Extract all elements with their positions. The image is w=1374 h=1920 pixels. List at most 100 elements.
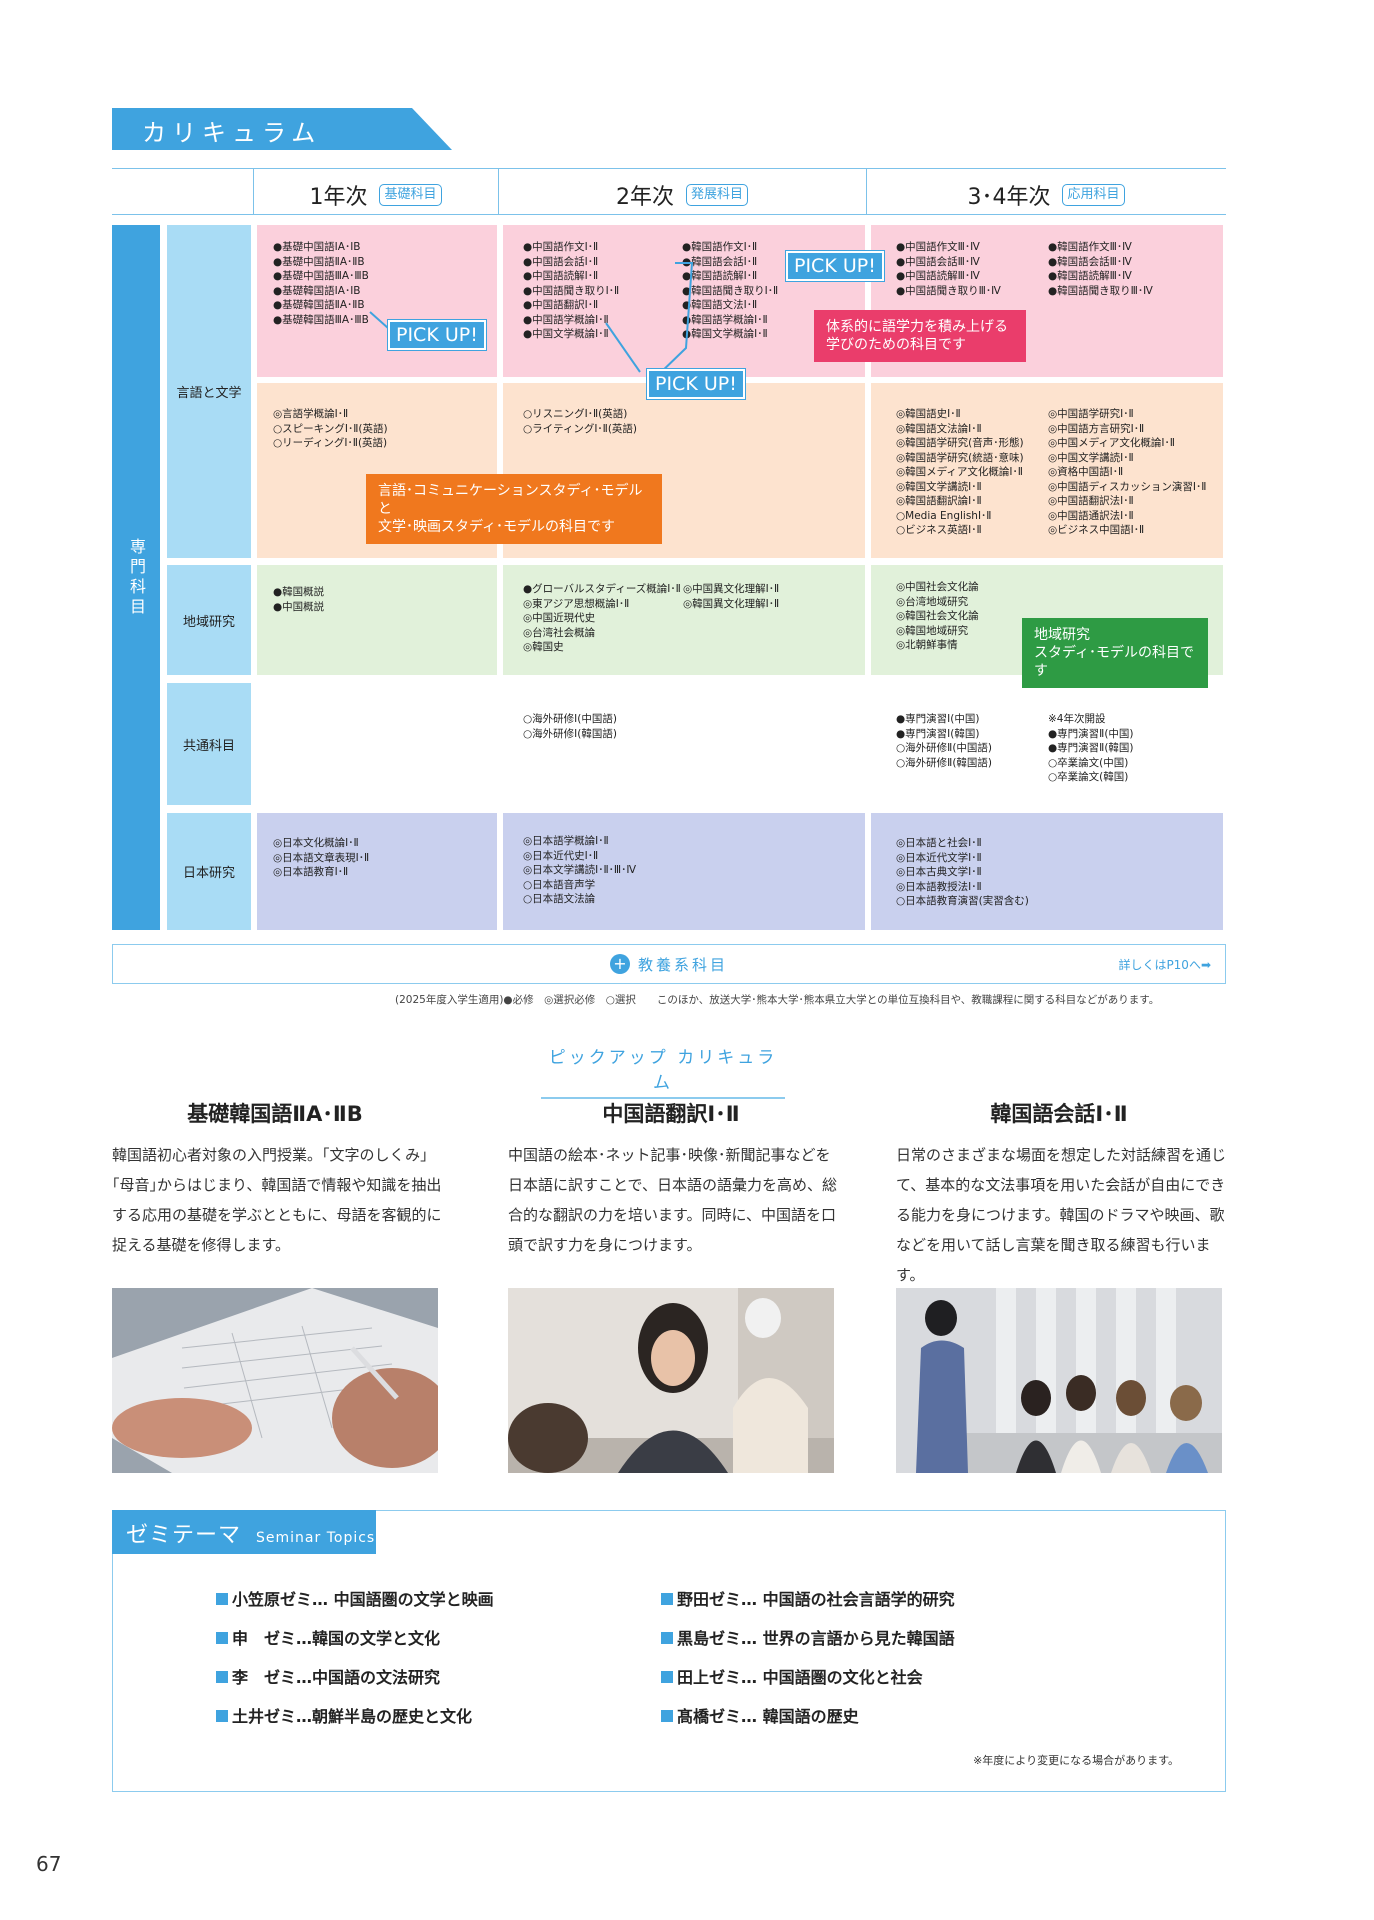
callout-red: 体系的に語学力を積み上げる 学びのための科目です xyxy=(814,310,1026,362)
list-item: ●基礎韓国語ⅠA･ⅠB xyxy=(273,284,361,297)
year-tag: 応用科目 xyxy=(1062,184,1125,206)
list-item: ◎韓国社会文化論 xyxy=(896,610,979,622)
list-item: ○卒業論文(韓国) xyxy=(1048,771,1129,783)
list-item: ○海外研修Ⅰ(韓国語) xyxy=(523,727,617,740)
divider xyxy=(498,168,499,214)
callout-green: 地域研究 スタディ･モデルの科目です xyxy=(1022,618,1208,688)
list-peach-y1: ◎言語学概論Ⅰ･Ⅱ ○スピーキングⅠ･Ⅱ(英語) ○リーディングⅠ･Ⅱ(英語) xyxy=(273,407,388,451)
list-item: ●中国語学概論Ⅰ･Ⅱ xyxy=(523,313,609,326)
list-item: ◎日本文化概論Ⅰ･Ⅱ xyxy=(273,837,359,849)
seminar-note: ※年度により変更になる場合があります。 xyxy=(973,1754,1179,1767)
list-item: ◎台湾社会概論 xyxy=(523,626,596,639)
list-item: ◎日本語教育Ⅰ･Ⅱ xyxy=(273,866,349,878)
list-item: ○リーディングⅠ･Ⅱ(英語) xyxy=(273,437,388,449)
year-label: 2年次 xyxy=(615,185,674,210)
list-pink-y1: ●基礎中国語ⅠA･ⅠB ●基礎中国語ⅡA･ⅡB ●基礎中国語ⅢA･ⅢB ●基礎韓… xyxy=(273,240,369,327)
list-item: ●中国語読解Ⅰ･Ⅱ xyxy=(523,270,599,282)
list-item: ●中国語読解Ⅲ･Ⅳ xyxy=(896,270,980,282)
list-item: ◎中国語翻訳法Ⅰ･Ⅱ xyxy=(1048,495,1134,507)
list-item: ●基礎中国語ⅡA･ⅡB xyxy=(273,255,365,268)
list-item: ◎東アジア思想概論Ⅰ･Ⅱ xyxy=(523,597,630,610)
row-label-common: 共通科目 xyxy=(167,683,251,805)
list-item: ◎台湾地域研究 xyxy=(896,595,969,608)
list-common-y3b: ※4年次開設 ●専門演習Ⅱ(中国) ●専門演習Ⅱ(韓国) ○卒業論文(中国) ○… xyxy=(1048,712,1134,785)
cell-green-y2 xyxy=(503,565,865,675)
list-item: ●韓国語読解Ⅲ･Ⅳ xyxy=(1048,270,1132,282)
list-item: ○日本語教育演習(実習含む) xyxy=(896,895,1029,907)
divider xyxy=(866,168,867,214)
list-common-y2: ○海外研修Ⅰ(中国語) ○海外研修Ⅰ(韓国語) xyxy=(523,712,617,741)
list-item: ●中国概説 xyxy=(273,600,325,613)
list-item: ◎韓国語学研究(統語･意味) xyxy=(896,451,1024,464)
seminar-item: 黒島ゼミ… 世界の言語から見た韓国語 xyxy=(661,1625,955,1649)
list-item: ◎中国近現代史 xyxy=(523,612,596,624)
pickup-badge: PICK UP! xyxy=(786,251,884,281)
list-item: ◎韓国異文化理解Ⅰ･Ⅱ xyxy=(683,597,780,610)
seminar-item: 土井ゼミ…朝鮮半島の歴史と文化 xyxy=(216,1703,472,1727)
list-item: ●専門演習Ⅱ(韓国) xyxy=(1048,742,1134,754)
seminar-item: 髙橋ゼミ… 韓国語の歴史 xyxy=(661,1703,859,1727)
list-item: ◎中国語方言研究Ⅰ･Ⅱ xyxy=(1048,422,1145,435)
list-item: ◎中国メディア文化概論Ⅰ･Ⅱ xyxy=(1048,437,1175,449)
year-label: 3･4年次 xyxy=(967,185,1051,210)
list-item: ●韓国語文法Ⅰ･Ⅱ xyxy=(682,299,758,311)
list-item: ○卒業論文(中国) xyxy=(1048,756,1129,769)
cell-lav-y2 xyxy=(503,813,865,930)
list-pink-y2a: ●中国語作文Ⅰ･Ⅱ ●中国語会話Ⅰ･Ⅱ ●中国語読解Ⅰ･Ⅱ ●中国語聞き取りⅠ･… xyxy=(523,240,619,342)
section-title: カリキュラム xyxy=(112,108,452,150)
list-item: ●韓国語学概論Ⅰ･Ⅱ xyxy=(682,313,768,326)
list-item: ◎日本語と社会Ⅰ･Ⅱ xyxy=(896,837,982,849)
list-item: ◎言語学概論Ⅰ･Ⅱ xyxy=(273,408,349,420)
list-item: ●専門演習Ⅰ(韓国) xyxy=(896,727,980,740)
legend-note: (2025年度入学生適用)●必修 ◎選択必修 ○選択 このほか、放送大学･熊本大… xyxy=(395,994,1160,1006)
cell-peach-y3 xyxy=(871,383,1223,558)
list-item: ●韓国語作文Ⅰ･Ⅱ xyxy=(682,241,758,253)
list-item: ○スピーキングⅠ･Ⅱ(英語) xyxy=(273,422,388,435)
liberal-arts-bar[interactable]: + 教養系科目 詳しくはP10へ➡ xyxy=(112,944,1226,984)
list-item: ●中国語聞き取りⅠ･Ⅱ xyxy=(523,284,620,297)
list-item: ◎日本近代史Ⅰ･Ⅱ xyxy=(523,849,599,862)
year-tag: 発展科目 xyxy=(685,184,748,206)
callout-orange: 言語･コミュニケーションスタディ･モデルと 文学･映画スタディ･モデルの科目です xyxy=(366,474,662,544)
more-link[interactable]: 詳しくはP10へ➡ xyxy=(1118,958,1211,972)
course-title: 韓国語会話Ⅰ･Ⅱ xyxy=(990,1102,1128,1126)
list-pink-y3b: ●韓国語作文Ⅲ･Ⅳ ●韓国語会話Ⅲ･Ⅳ ●韓国語読解Ⅲ･Ⅳ ●韓国語聞き取りⅢ･… xyxy=(1048,240,1153,298)
course-text: 韓国語初心者対象の入門授業。｢文字のしくみ｣｢母音｣からはじまり、韓国語で情報や… xyxy=(112,1146,442,1254)
cell-pink-y2 xyxy=(503,225,865,377)
list-item: ○ビジネス英語Ⅰ･Ⅱ xyxy=(896,524,982,536)
row-label-region: 地域研究 xyxy=(167,565,251,675)
list-item: ○リスニングⅠ･Ⅱ(英語) xyxy=(523,408,628,420)
list-item: ◎韓国語翻訳論Ⅰ･Ⅱ xyxy=(896,495,982,507)
course-text: 日常のさまざまな場面を想定した対話練習を通じて、基本的な文法事項を用いた会話が自… xyxy=(896,1146,1227,1284)
list-item: ●中国語会話Ⅲ･Ⅳ xyxy=(896,255,980,268)
list-pink-y2b: ●韓国語作文Ⅰ･Ⅱ ●韓国語会話Ⅰ･Ⅱ ●韓国語読解Ⅰ･Ⅱ ●韓国語聞き取りⅠ･… xyxy=(682,240,778,342)
list-green-y2b: ◎中国異文化理解Ⅰ･Ⅱ ◎韓国異文化理解Ⅰ･Ⅱ xyxy=(683,582,779,611)
list-peach-y2: ○リスニングⅠ･Ⅱ(英語) ○ライティングⅠ･Ⅱ(英語) xyxy=(523,407,637,436)
list-common-y3a: ●専門演習Ⅰ(中国) ●専門演習Ⅰ(韓国) ○海外研修Ⅱ(中国語) ○海外研修Ⅱ… xyxy=(896,712,992,770)
list-japan-y2: ◎日本語学概論Ⅰ･Ⅱ ◎日本近代史Ⅰ･Ⅱ ◎日本文学講読Ⅰ･Ⅱ･Ⅲ･Ⅳ ○日本語… xyxy=(523,834,636,907)
list-item: ●中国語会話Ⅰ･Ⅱ xyxy=(523,255,599,268)
list-item: ◎日本古典文学Ⅰ･Ⅱ xyxy=(896,866,982,878)
list-item: ◎韓国語文法論Ⅰ･Ⅱ xyxy=(896,422,982,435)
list-item: ◎韓国メディア文化概論Ⅰ･Ⅱ xyxy=(896,466,1023,478)
list-item: ●韓国語会話Ⅲ･Ⅳ xyxy=(1048,255,1132,268)
seminar-box xyxy=(112,1510,1226,1792)
list-japan-y1: ◎日本文化概論Ⅰ･Ⅱ ◎日本語文章表現Ⅰ･Ⅱ ◎日本語教育Ⅰ･Ⅱ xyxy=(273,836,369,880)
list-item: ●韓国概説 xyxy=(273,586,325,598)
list-item: ●韓国語読解Ⅰ･Ⅱ xyxy=(682,270,758,282)
divider xyxy=(112,214,1226,215)
seminar-heading: ゼミテーマ Seminar Topics xyxy=(112,1510,376,1554)
list-item: ●中国語聞き取りⅢ･Ⅳ xyxy=(896,284,1001,297)
list-item: ●中国語作文Ⅰ･Ⅱ xyxy=(523,241,599,253)
list-item: ◎北朝鮮事情 xyxy=(896,639,958,651)
seminar-subtitle: Seminar Topics xyxy=(256,1530,376,1546)
list-item: ◎中国社会文化論 xyxy=(896,581,979,593)
list-item: ●中国語作文Ⅲ･Ⅳ xyxy=(896,241,980,253)
list-item: ◎中国異文化理解Ⅰ･Ⅱ xyxy=(683,583,780,595)
list-item: ●韓国語作文Ⅲ･Ⅳ xyxy=(1048,241,1132,253)
plus-icon: + xyxy=(609,954,630,974)
list-item: ◎韓国語史Ⅰ･Ⅱ xyxy=(896,408,961,420)
list-item: ◎日本近代文学Ⅰ･Ⅱ xyxy=(896,851,982,864)
list-item: ◎韓国史 xyxy=(523,641,564,653)
list-item: ◎韓国語学研究(音声･形態) xyxy=(896,437,1024,449)
